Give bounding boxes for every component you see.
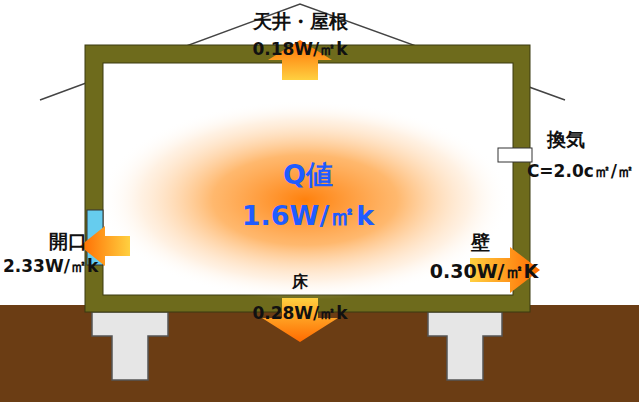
value-label: 換気 [547,129,585,151]
q-value-text: 1.6W/㎡k [242,196,374,237]
foundation [92,312,168,380]
value-label: C=2.0c㎡/㎡ [527,162,634,182]
vent [498,148,532,162]
value-label: 2.33W/㎡k [3,257,98,277]
value-label: 0.18W/㎡k [252,40,347,60]
value-label: 壁 [471,232,490,254]
q-value-text: Q値 [283,155,333,196]
value-label: 天井・屋根 [253,11,348,33]
foundation [428,312,502,380]
value-label: 床 [292,273,308,291]
value-label: 開口 [49,231,87,253]
ground [0,305,639,402]
value-label: 0.28W/㎡k [252,304,347,324]
value-label: 0.30W/㎡K [430,261,539,283]
